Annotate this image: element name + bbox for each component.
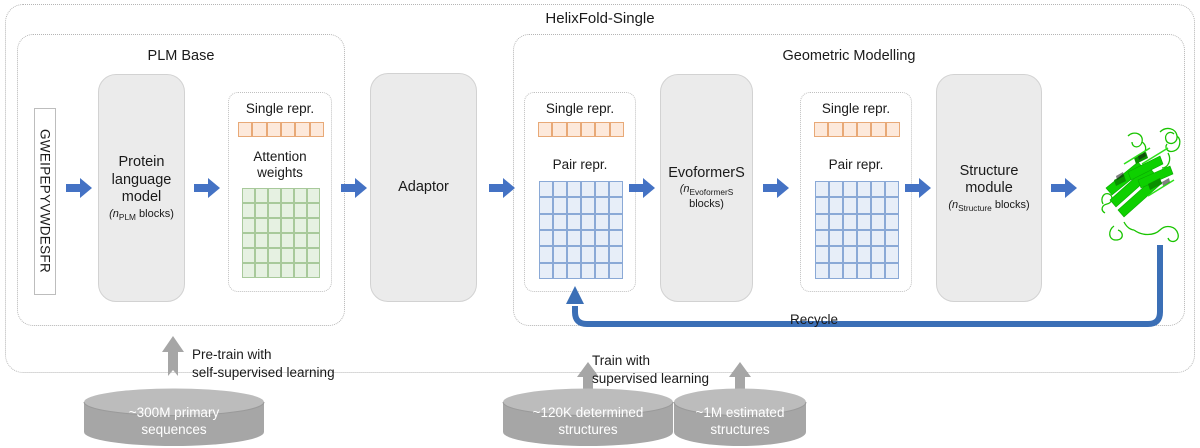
attention-weights-label-line2: weights <box>257 165 303 180</box>
attention-weights-label-line1: Attention <box>253 149 307 164</box>
database-primary-sequences-line1: ~300M primary <box>128 405 220 420</box>
plm-blocks-note: (nPLM blocks) <box>109 207 174 223</box>
pretrain-line-2: self-supervised learning <box>192 364 335 380</box>
arrow-repr-to-adaptor <box>341 177 367 199</box>
supervised-caption: Train with supervised learning <box>592 352 709 388</box>
supervised-line-1: Train with <box>592 353 651 368</box>
pair-repr-grid-geo-in <box>539 181 623 279</box>
input-sequence-box: GWEIPEPYVWDESFR <box>34 108 56 295</box>
plm-line-3: model <box>121 189 162 206</box>
single-repr-label-geo-in: Single repr. <box>545 101 615 116</box>
pair-repr-grid-geo-out <box>815 181 899 279</box>
supervised-arrow-determined <box>575 362 601 406</box>
arrow-structure-to-output <box>1051 177 1077 199</box>
single-repr-label-plm: Single repr. <box>245 101 315 116</box>
recycle-label: Recycle <box>790 312 839 327</box>
plm-base-title: PLM Base <box>147 48 215 64</box>
database-estimated-structures-line2: structures <box>710 422 770 437</box>
supervised-line-2: supervised learning <box>592 370 710 386</box>
database-estimated-structures: ~1M estimated structures <box>673 388 807 446</box>
arrow-adaptor-to-geometric <box>489 177 515 199</box>
geometric-input-representations: Single repr. Pair repr. <box>524 92 636 292</box>
single-repr-label-geo-out: Single repr. <box>821 101 891 116</box>
module-adaptor: Adaptor <box>370 73 477 302</box>
database-determined-structures-line1: ~120K determined <box>532 405 644 420</box>
database-primary-sequences: ~300M primary sequences <box>83 388 265 446</box>
pretrain-line-1: Pre-train with <box>192 347 272 362</box>
pair-repr-label-geo-in: Pair repr. <box>552 157 608 172</box>
geometric-output-representations: Single repr. Pair repr. <box>800 92 912 292</box>
database-estimated-structures-line1: ~1M estimated <box>695 405 785 420</box>
single-repr-grid-geo-out <box>814 122 900 137</box>
arrow-repr-to-evoformer <box>629 177 655 199</box>
arrow-plm-to-repr <box>194 177 220 199</box>
attention-weights-grid <box>242 188 320 278</box>
recycle-arrow <box>565 240 1175 335</box>
plm-line-2: language <box>111 171 172 188</box>
structure-line-2: module <box>965 180 1013 197</box>
adaptor-label: Adaptor <box>398 178 449 195</box>
pretrain-caption: Pre-train with self-supervised learning <box>192 346 335 382</box>
module-protein-language-model: Protein language model (nPLM blocks) <box>98 74 185 302</box>
input-sequence-text: GWEIPEPYVWDESFR <box>37 129 53 274</box>
geometric-modelling-title: Geometric Modelling <box>782 48 916 64</box>
database-determined-structures: ~120K determined structures <box>502 388 674 446</box>
structure-blocks-note: (nStructure blocks) <box>948 199 1030 214</box>
figure-title: HelixFold-Single <box>545 10 655 27</box>
pair-repr-label-geo-out: Pair repr. <box>828 157 884 172</box>
arrow-sequence-to-plm <box>66 177 92 199</box>
database-determined-structures-line2: structures <box>558 422 618 437</box>
database-primary-sequences-line2: sequences <box>141 422 207 437</box>
arrow-evoformer-to-repr <box>763 177 789 199</box>
arrow-repr-to-structure <box>905 177 931 199</box>
single-repr-grid-plm <box>238 122 324 137</box>
plm-output-representations: Single repr. Attention weights <box>228 92 332 292</box>
structure-line-1: Structure <box>959 162 1019 179</box>
supervised-arrow-estimated <box>727 362 753 406</box>
predicted-protein-structure-icon <box>1098 118 1190 248</box>
plm-base-container <box>17 34 345 326</box>
pretrain-arrow <box>160 336 186 384</box>
evoformer-label: EvoformerS <box>668 164 745 181</box>
helixfold-single-container <box>5 4 1195 373</box>
module-structure: Structure module (nStructure blocks) <box>936 74 1042 302</box>
single-repr-grid-geo-in <box>538 122 624 137</box>
plm-line-1: Protein <box>118 153 165 170</box>
